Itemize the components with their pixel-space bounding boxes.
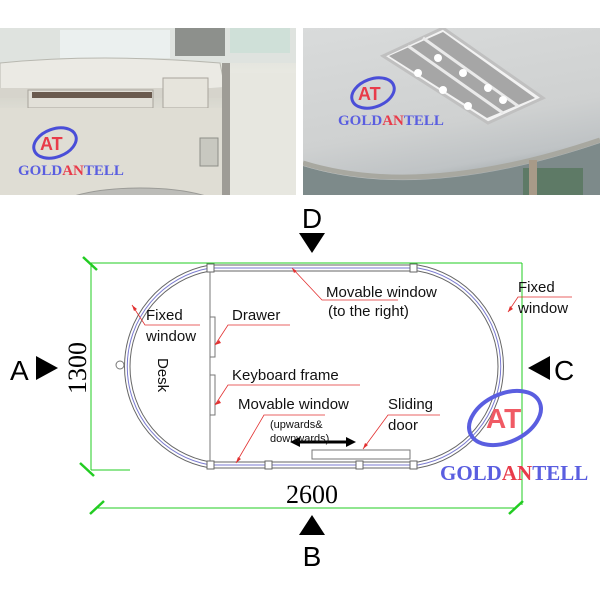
- svg-text:AT: AT: [40, 134, 63, 154]
- view-label-d: D: [302, 203, 322, 234]
- logo-emblem-icon: AT: [32, 126, 78, 160]
- desk-photo-illustration: [0, 28, 296, 195]
- floor-plan-diagram: D A C B 2600 1300 Fixed window Drawer Ke…: [10, 203, 588, 572]
- view-label-c: C: [554, 355, 574, 386]
- label-desk: Desk: [154, 358, 171, 393]
- label-movable-window-top-2: (to the right): [328, 303, 409, 320]
- hole-marker: [115, 360, 125, 370]
- label-movable-window-bottom-3: downwards): [270, 433, 329, 445]
- logo-emblem-icon: AT: [350, 76, 396, 110]
- label-sliding-door-1: Sliding: [388, 396, 433, 413]
- view-label-a: A: [10, 355, 29, 386]
- keyboard-frame-shape: [209, 374, 216, 416]
- label-movable-window-bottom-1: Movable window: [238, 396, 349, 413]
- watermark-logo: AT GOLDANTELL: [18, 123, 124, 179]
- svg-text:AT: AT: [358, 84, 381, 104]
- logo-text: GOLDANTELL: [338, 113, 444, 129]
- wall-posts: [206, 263, 418, 470]
- leader-lines: [131, 267, 572, 464]
- dimension-lines: [90, 262, 523, 509]
- double-arrow-icon: [290, 437, 356, 447]
- drawer-shape: [209, 316, 216, 358]
- label-movable-window-bottom-2: (upwards&: [270, 419, 323, 431]
- dimension-width: 2600: [286, 480, 338, 509]
- dimension-height: 1300: [63, 342, 92, 394]
- outer-wall: [124, 264, 504, 469]
- ceiling-photo-illustration: [303, 28, 600, 195]
- view-arrow-b-icon: [299, 515, 325, 535]
- dimension-ticks: [79, 256, 524, 515]
- watermark-logo: AT GOLDANTELL: [338, 73, 444, 129]
- label-fixed-window-right-1: Fixed: [518, 279, 555, 296]
- label-keyboard-frame: Keyboard frame: [232, 367, 339, 384]
- label-fixed-window-left-2: window: [145, 328, 196, 345]
- view-arrow-a-icon: [36, 356, 58, 380]
- label-drawer: Drawer: [232, 307, 280, 324]
- label-sliding-door-2: door: [388, 417, 418, 434]
- watermark-logo: AT GOLDANTELL: [440, 388, 588, 485]
- logo-text: GOLDANTELL: [440, 461, 588, 485]
- view-arrow-c-icon: [528, 356, 550, 380]
- view-arrow-d-icon: [299, 233, 325, 253]
- leader-arrowheads: [132, 268, 513, 463]
- photo-ceiling-light: AT GOLDANTELL: [303, 28, 600, 195]
- svg-text:AT: AT: [486, 403, 521, 434]
- label-fixed-window-right-2: window: [517, 300, 568, 317]
- photo-desk-drawers: AT GOLDANTELL: [0, 28, 296, 195]
- sliding-door-panel: [311, 449, 411, 460]
- view-markers: [36, 233, 550, 535]
- label-fixed-window-left-1: Fixed: [146, 307, 183, 324]
- label-movable-window-top-1: Movable window: [326, 284, 437, 301]
- logo-text: GOLDANTELL: [18, 163, 124, 179]
- logo-emblem-icon: [467, 388, 543, 448]
- view-label-b: B: [303, 541, 322, 572]
